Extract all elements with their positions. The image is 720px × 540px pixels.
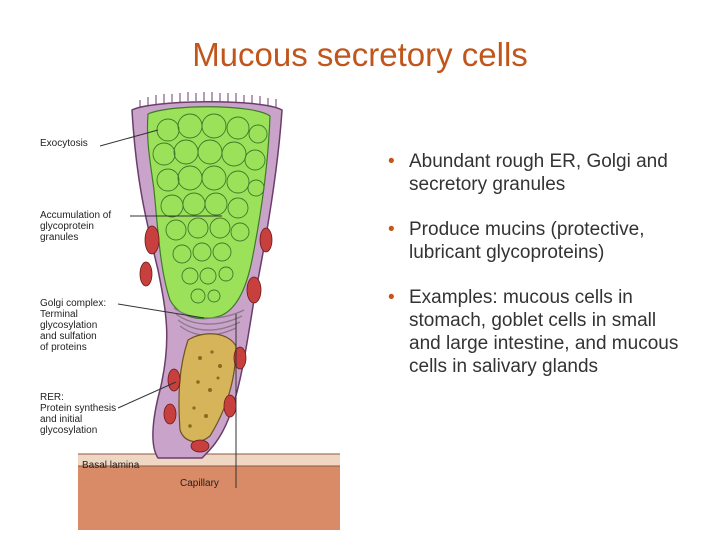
goblet-cell-drawing — [78, 92, 340, 530]
bullet-marker: • — [388, 219, 395, 240]
granule-outlines — [152, 113, 268, 304]
bullet-text: Examples: mucous cells in stomach, goble… — [409, 287, 679, 377]
label-rer: RER: Protein synthesis and initial glyco… — [40, 392, 117, 436]
leader-lines — [99, 129, 237, 488]
label-exocytosis: Exocytosis — [40, 138, 88, 149]
label-accumulation: Accumulation of glycoprotein granules — [40, 210, 112, 243]
microvilli — [139, 92, 277, 108]
capillary-region — [78, 466, 340, 530]
nucleus-chromatin — [188, 350, 222, 428]
bullet-marker: • — [388, 287, 395, 308]
bullet-item: • Examples: mucous cells in stomach, gob… — [385, 286, 685, 378]
slide-title: Mucous secretory cells — [192, 36, 528, 73]
bullet-list: • Abundant rough ER, Golgi and secretory… — [385, 150, 685, 400]
nucleus — [178, 333, 237, 443]
basal-lamina-band — [78, 454, 340, 466]
label-golgi: Golgi complex: Terminal glycosylation an… — [40, 298, 107, 353]
bullet-text: Abundant rough ER, Golgi and secretory g… — [409, 151, 668, 195]
bullet-marker: • — [388, 151, 395, 172]
bullet-item: • Produce mucins (protective, lubricant … — [385, 218, 685, 264]
goblet-cell-illustration: Exocytosis Accumulation of glycoprotein … — [40, 90, 340, 530]
label-capillary: Capillary — [180, 478, 219, 489]
label-basal-lamina: Basal lamina — [82, 460, 140, 471]
bullet-text: Produce mucins (protective, lubricant gl… — [409, 219, 645, 263]
bullet-item: • Abundant rough ER, Golgi and secretory… — [385, 150, 685, 196]
rough-er — [139, 225, 273, 453]
